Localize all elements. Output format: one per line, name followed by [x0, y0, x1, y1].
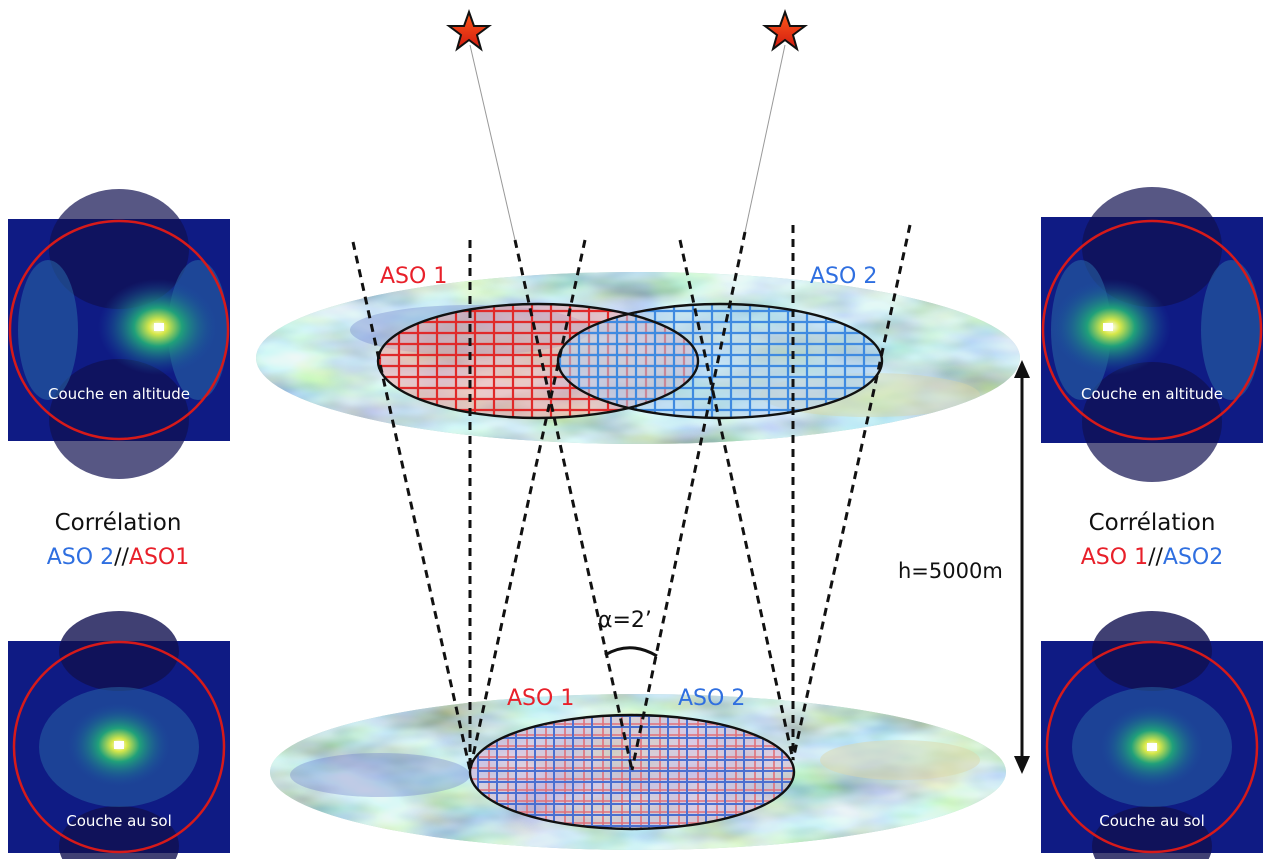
left-altitude-caption: Couche en altitude [48, 385, 190, 403]
left-corr-part1: ASO 2 [47, 545, 114, 570]
left-ground-caption: Couche au sol [66, 812, 172, 830]
right-corr-separator: // [1148, 545, 1163, 570]
left-ground-psf-panel [8, 611, 230, 859]
aso2-altitude-label: ASO 2 [810, 264, 877, 289]
right-altitude-psf-panel [1041, 187, 1263, 482]
right-correlation-pair: ASO 1//ASO2 [1081, 545, 1223, 570]
beam-line-aso2-right [791, 224, 912, 761]
beam-line-aso1-left [351, 241, 472, 771]
ground-pupil-outline [468, 713, 796, 831]
beam-line-aso1-right [468, 239, 587, 771]
alpha-angle-arc [604, 646, 658, 658]
star1-icon [446, 9, 492, 52]
beam-line-aso1-center [513, 239, 634, 771]
left-altitude-psf-panel [8, 189, 230, 479]
height-label: h=5000m [898, 559, 1003, 583]
right-corr-part1: ASO 1 [1081, 545, 1148, 570]
aso2-ground-label: ASO 2 [678, 686, 745, 711]
beam-lines [351, 224, 912, 771]
left-corr-part2: ASO1 [129, 545, 189, 570]
right-altitude-caption: Couche en altitude [1081, 385, 1223, 403]
left-correlation-pair: ASO 2//ASO1 [47, 545, 189, 570]
star2-ray [744, 44, 786, 233]
right-ground-psf-panel [1041, 611, 1263, 859]
aso1-ground-label: ASO 1 [507, 686, 574, 711]
aso1-altitude-outline [376, 302, 700, 420]
height-arrow [1014, 360, 1030, 774]
star2-icon [762, 9, 808, 52]
right-correlation-title: Corrélation [1089, 510, 1216, 536]
beam-line-aso2-center [630, 231, 747, 771]
right-ground-caption: Couche au sol [1099, 812, 1205, 830]
aso1-altitude-label: ASO 1 [380, 264, 447, 289]
left-correlation-title: Corrélation [55, 510, 182, 536]
beam-line-aso2-left [678, 239, 795, 761]
aso2-altitude-footprint [558, 304, 882, 418]
star1-ray [469, 44, 516, 241]
alpha-label: α=2’ [598, 608, 652, 633]
right-corr-part2: ASO2 [1163, 545, 1223, 570]
left-corr-separator: // [114, 545, 129, 570]
